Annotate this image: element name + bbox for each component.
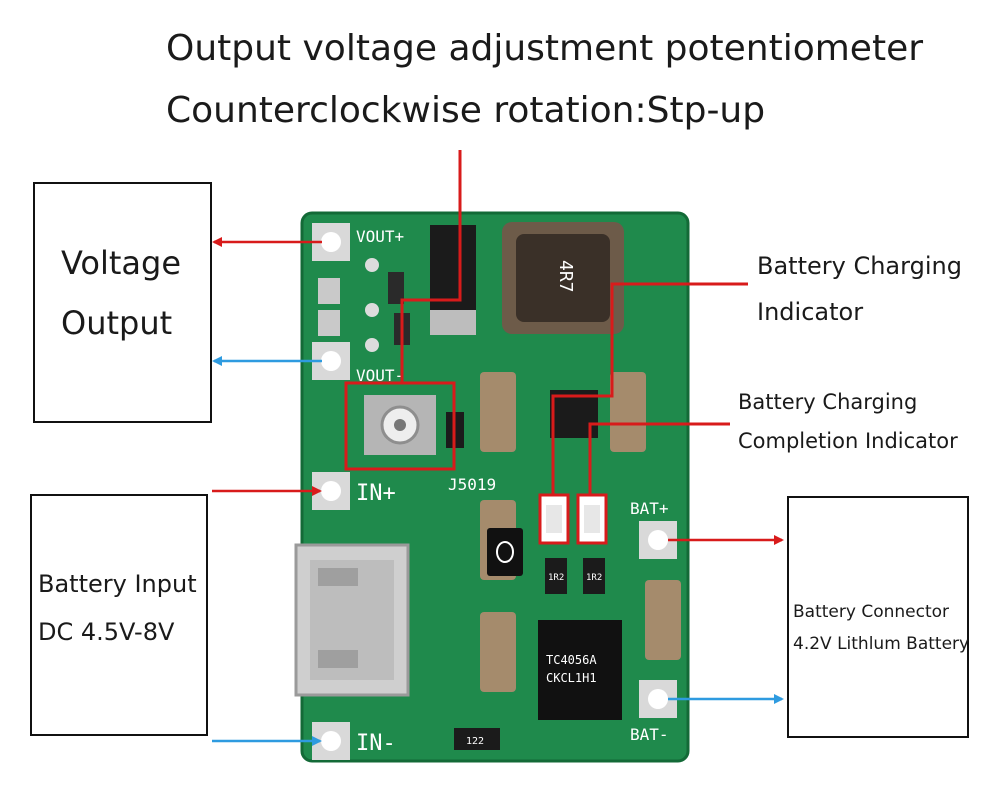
capacitor (610, 372, 646, 452)
pad-bat-plus (639, 521, 677, 559)
capacitor (480, 372, 516, 452)
pcb-board: VOUT+ VOUT- IN+ IN- BAT+ BAT- J5019 4R7 (294, 211, 690, 763)
smd-component (487, 528, 523, 576)
pad-vout-plus (312, 223, 350, 261)
capacitor (480, 612, 516, 692)
silk-bat-minus: BAT- (630, 725, 669, 744)
silk-vout-plus: VOUT+ (356, 227, 404, 246)
chip-marking-2: CKCL1H1 (546, 671, 597, 685)
led-charging (538, 493, 570, 545)
pot-callout-line (400, 150, 462, 383)
pot-callout-frame (344, 381, 456, 471)
led-complete (576, 493, 608, 545)
small-resistor-code: 122 (466, 736, 484, 747)
heading-line-1: Output voltage adjustment potentiometer (166, 28, 924, 69)
completion-indicator-label-1: Battery Charging (738, 390, 918, 414)
silk-vout-minus: VOUT- (356, 366, 404, 385)
silk-in-plus: IN+ (356, 481, 396, 506)
charging-indicator-label-1: Battery Charging (757, 252, 962, 280)
voltage-output-box: Voltage Output (33, 182, 212, 423)
silk-bat-plus: BAT+ (630, 499, 669, 518)
chip-marking-1: TC4056A (546, 653, 597, 667)
resistor-code-1: 1R2 (548, 573, 564, 583)
charging-indicator-label-2: Indicator (757, 298, 864, 326)
battery-connector-label-1: Battery Connector (793, 602, 950, 622)
battery-input-label-1: Battery Input (38, 570, 197, 598)
completion-indicator-label-2: Completion Indicator (738, 429, 958, 453)
inductor-marking: 4R7 (555, 260, 576, 293)
capacitor (645, 580, 681, 660)
micro-usb-connector (294, 543, 410, 697)
silk-board-id: J5019 (448, 475, 496, 494)
potentiometer (364, 395, 436, 455)
charging-callout-line (551, 282, 748, 495)
completion-callout-line (588, 422, 730, 495)
resistor-code-2: 1R2 (586, 573, 602, 583)
battery-connector-label-2: 4.2V Lithlum Battery (793, 634, 970, 654)
inductor: 4R7 (502, 222, 624, 334)
voltage-output-label-1: Voltage (61, 244, 182, 282)
silk-in-minus: IN- (356, 731, 396, 756)
heading-line-2: Counterclockwise rotation:Stp-up (166, 90, 766, 131)
charger-ic: TC4056A CKCL1H1 (538, 620, 622, 720)
voltage-output-label-2: Output (61, 304, 173, 342)
battery-input-label-2: DC 4.5V-8V (38, 618, 175, 646)
battery-input-box: Battery Input DC 4.5V-8V (30, 494, 208, 736)
battery-connector-box: Battery Connector 4.2V Lithlum Battery (787, 496, 969, 738)
